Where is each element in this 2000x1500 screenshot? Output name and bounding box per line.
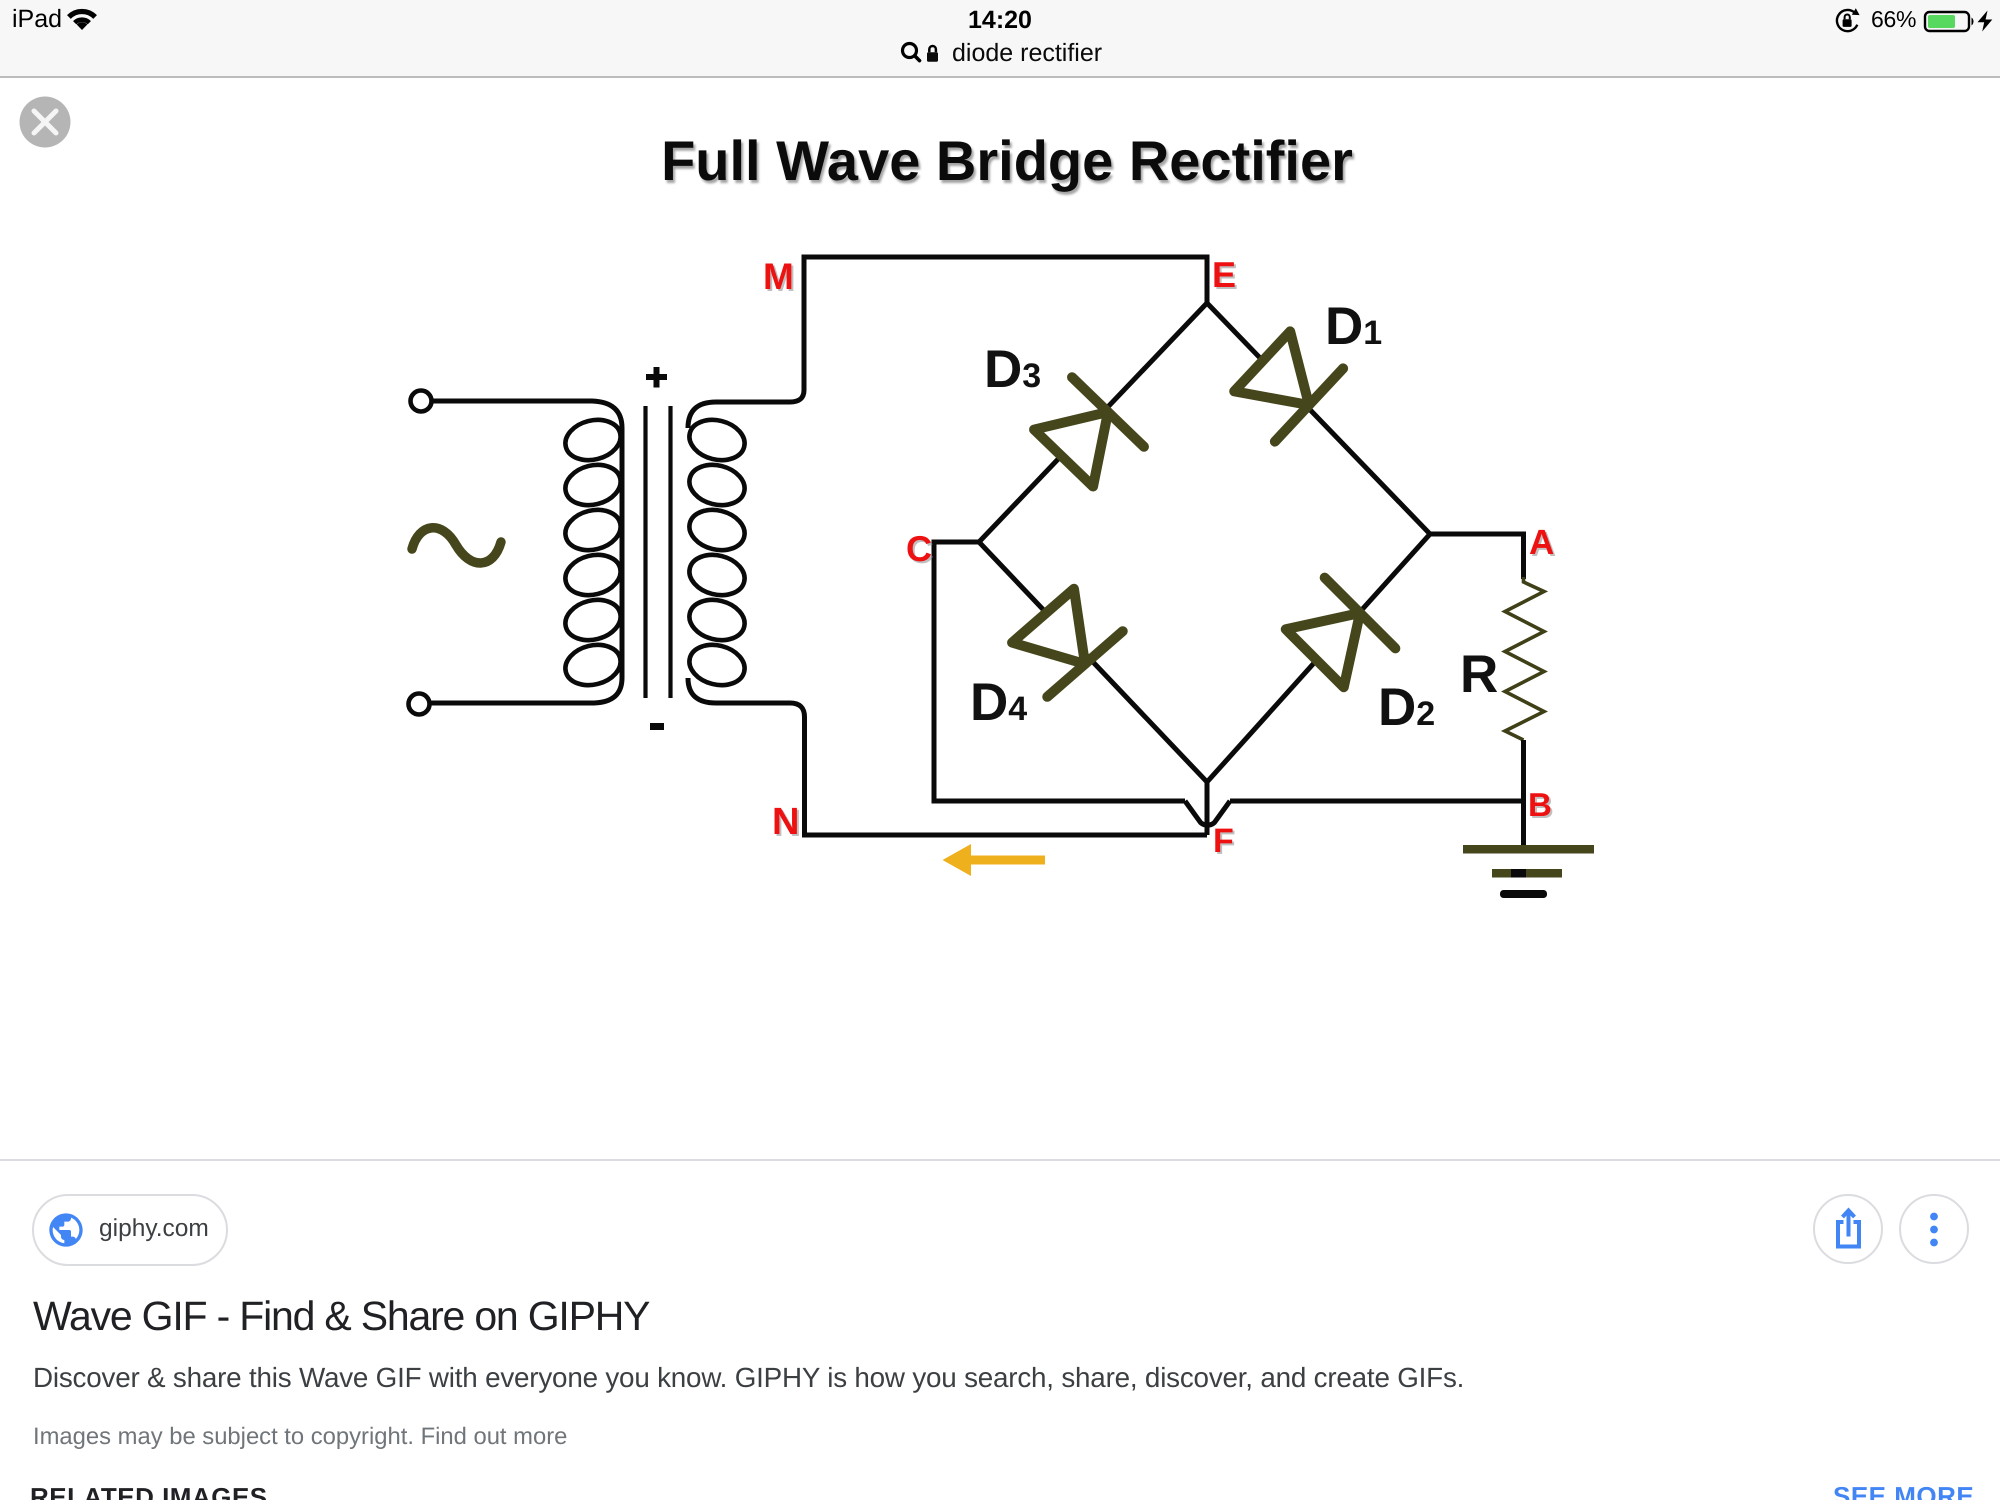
svg-text:E: E <box>1212 254 1236 295</box>
svg-text:F: F <box>1215 824 1236 862</box>
svg-text:N: N <box>772 801 799 843</box>
svg-text:R: R <box>1460 645 1498 704</box>
svg-text:B: B <box>1530 788 1554 825</box>
svg-text:D3: D3 <box>984 340 1041 399</box>
svg-text:C: C <box>906 528 932 569</box>
svg-text:A: A <box>1531 525 1556 564</box>
svg-text:C: C <box>908 530 934 571</box>
svg-text:M: M <box>765 258 796 299</box>
svg-text:D4: D4 <box>970 673 1027 732</box>
svg-text:M: M <box>763 256 794 297</box>
svg-text:N: N <box>774 803 801 845</box>
svg-text:D1: D1 <box>1325 297 1382 356</box>
svg-text:D2: D2 <box>1378 678 1435 737</box>
svg-text:B: B <box>1528 786 1552 823</box>
svg-text:E: E <box>1214 256 1238 297</box>
svg-text:F: F <box>1213 822 1234 860</box>
svg-text:A: A <box>1529 523 1554 562</box>
